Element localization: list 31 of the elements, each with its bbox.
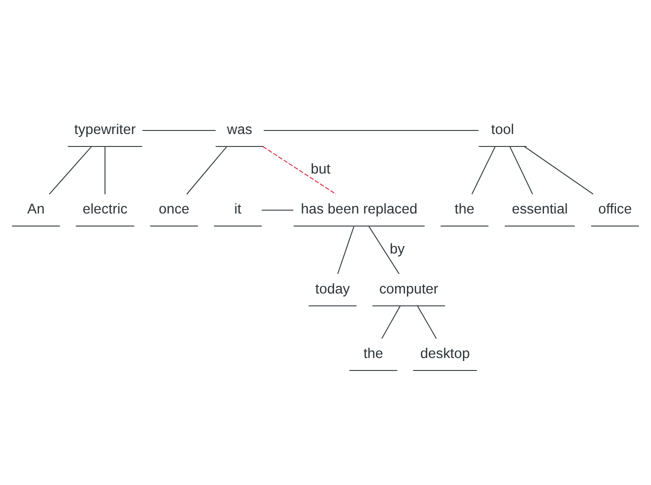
connector (510, 146, 534, 195)
connector (261, 210, 294, 211)
connector (381, 306, 401, 339)
node-text: the (454, 202, 474, 218)
node-text: electric (82, 202, 128, 218)
node-text: essential (512, 202, 568, 218)
node-text: tool (491, 122, 514, 138)
connector (417, 306, 437, 339)
node-text: the (363, 346, 384, 362)
connector (524, 146, 594, 195)
node-text: was (227, 122, 252, 138)
node-text: it (234, 202, 242, 218)
node-text: once (158, 202, 190, 218)
edge-label: by (390, 241, 405, 258)
node-text: office (598, 202, 632, 218)
connector (142, 130, 216, 131)
node-text: has been replaced (300, 202, 418, 218)
edge-label: but (310, 162, 330, 178)
node-text: desktop (420, 346, 470, 362)
connector (48, 146, 92, 195)
node-text: An (27, 202, 45, 218)
connector (262, 146, 336, 195)
connector (471, 146, 496, 195)
node-text: typewriter (74, 122, 136, 138)
connector (263, 130, 480, 131)
connector (104, 146, 106, 195)
connector (186, 146, 228, 195)
connector (337, 226, 354, 274)
connector (368, 226, 400, 274)
node-text: computer (379, 281, 438, 298)
node-text: today (315, 281, 350, 298)
